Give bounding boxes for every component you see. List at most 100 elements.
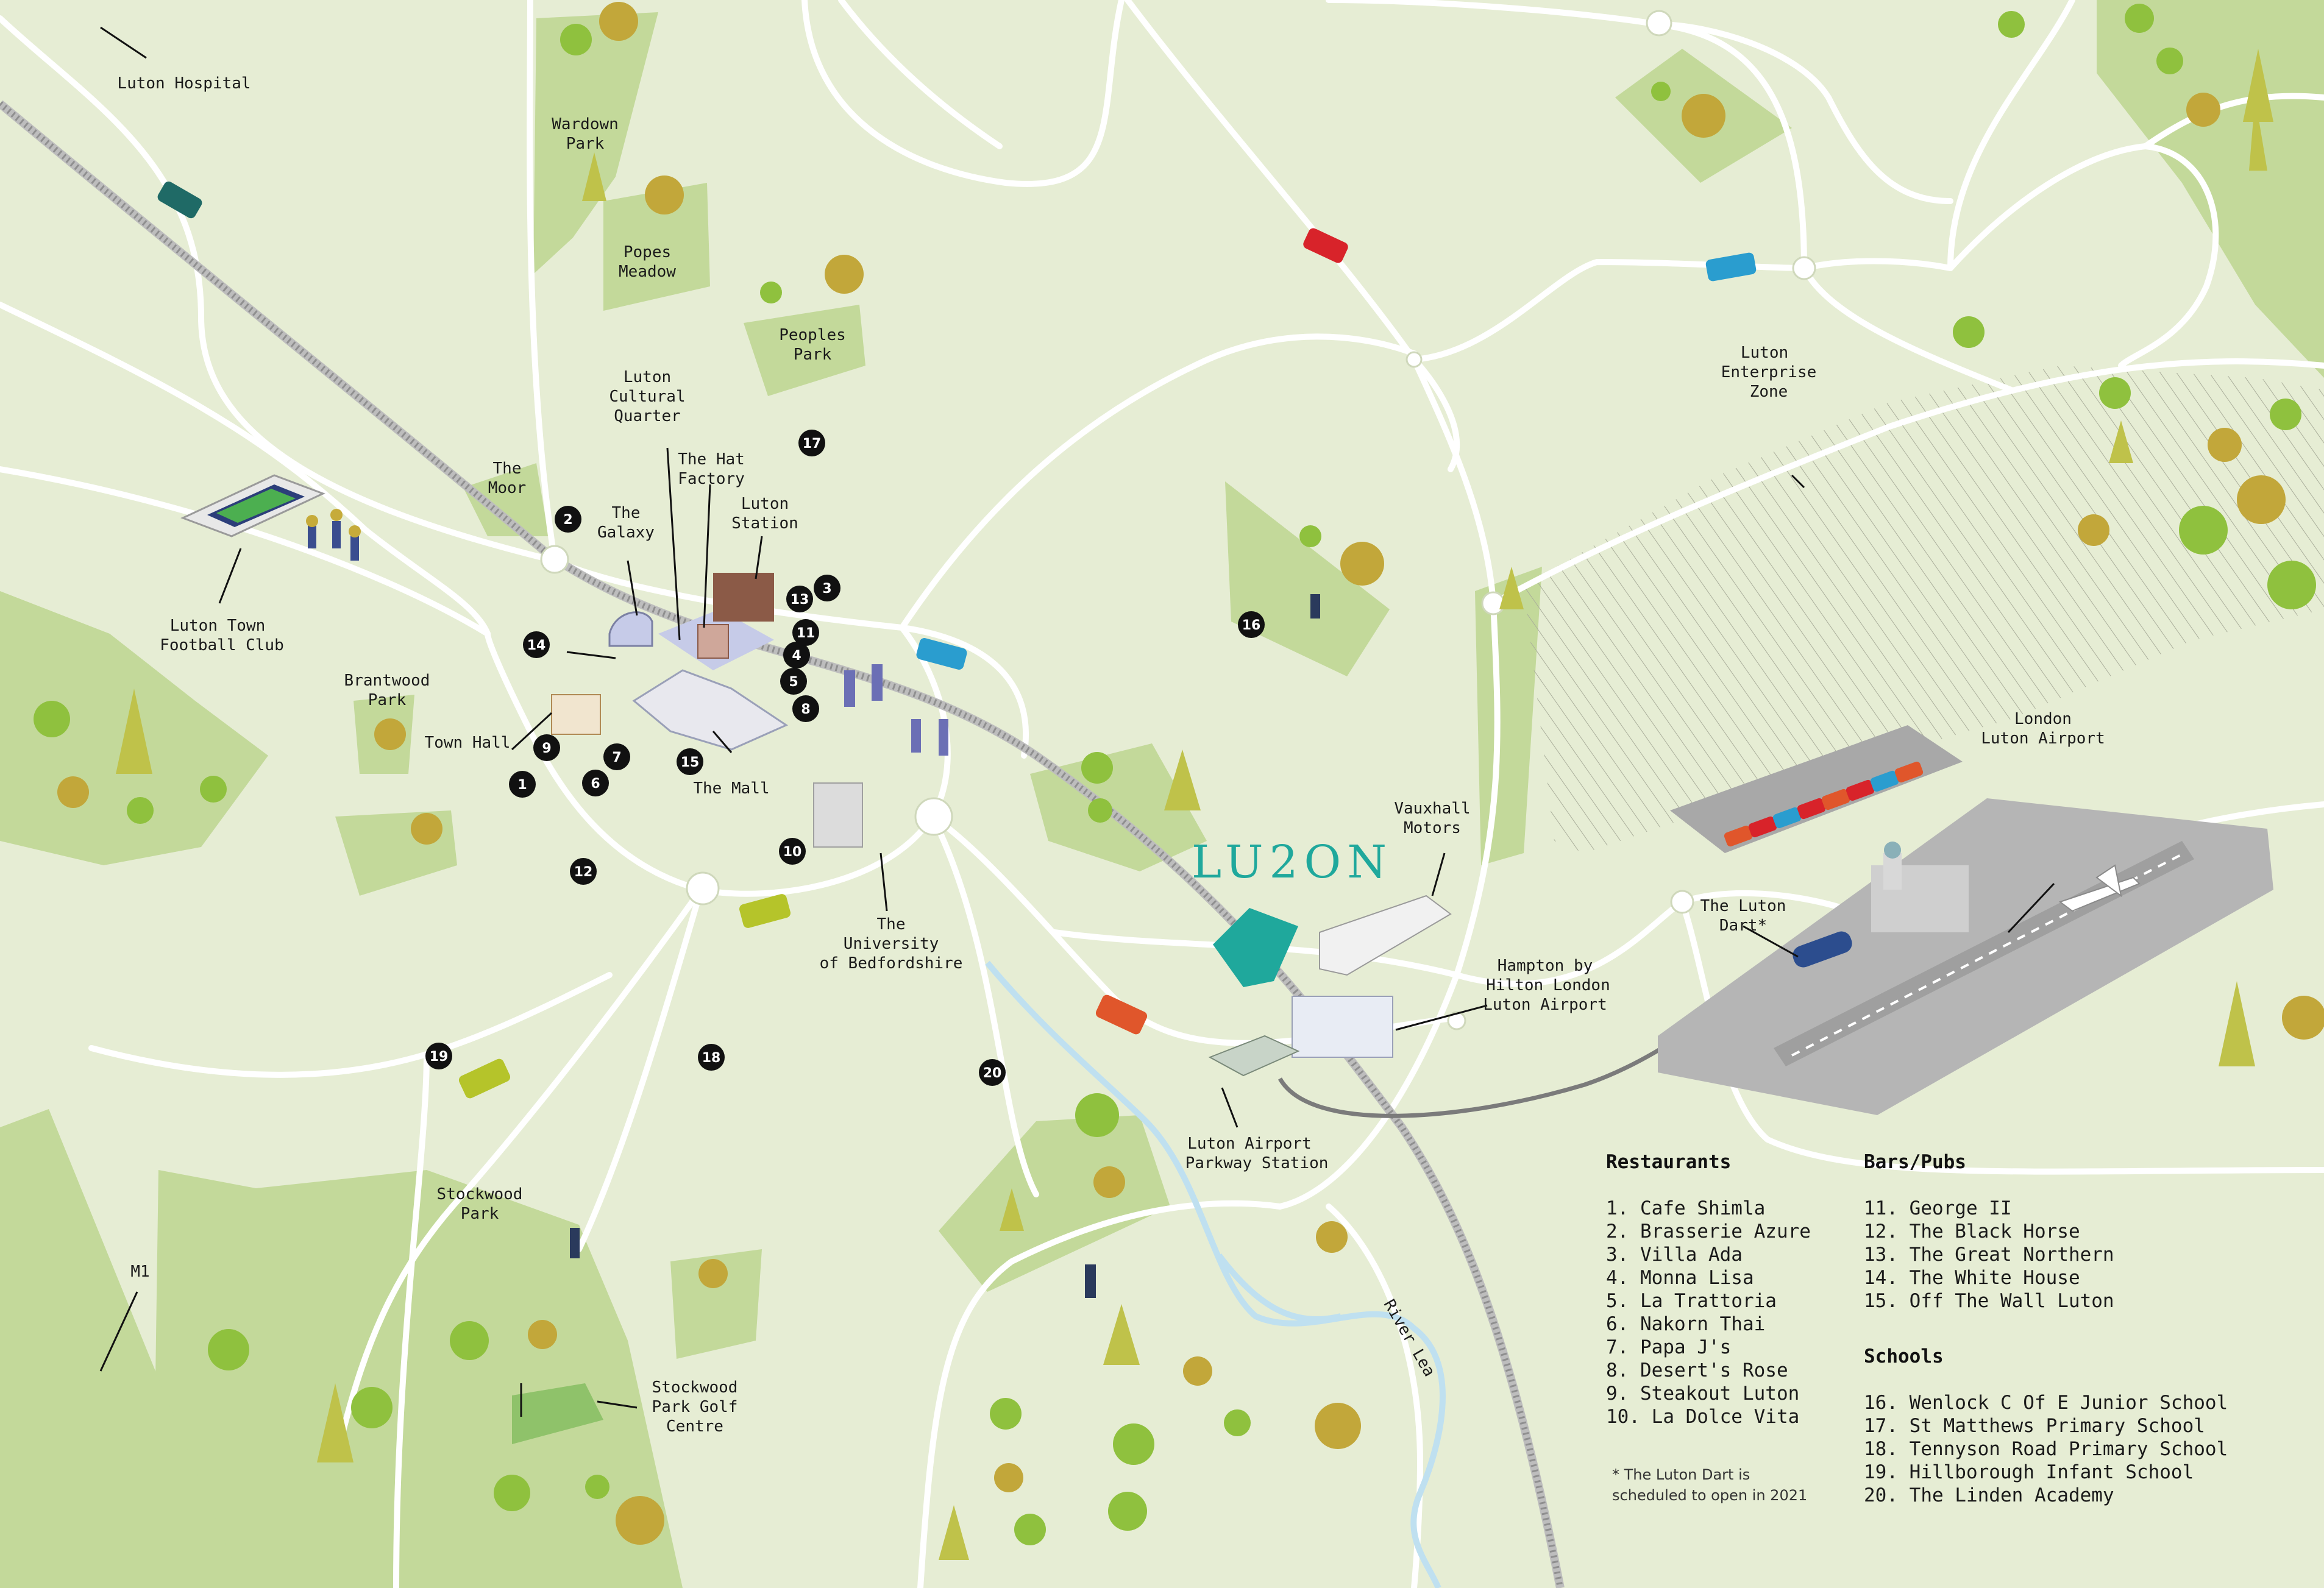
lu2on-site <box>1213 908 1298 987</box>
svg-text:17: 17 <box>803 436 822 452</box>
label-hat-factory-2: Factory <box>678 470 745 488</box>
legend-bar-12: 12. The Black Horse <box>1864 1221 2080 1242</box>
label-enterprise-zone-1: Luton <box>1741 344 1788 362</box>
legend-restaurant-9: 9. Steakout Luton <box>1606 1383 1799 1405</box>
marker-20[interactable]: 20 <box>979 1059 1006 1086</box>
roundabouts <box>540 10 1816 1030</box>
label-cultural-quarter-2: Cultural <box>609 388 685 406</box>
svg-text:20: 20 <box>983 1066 1002 1081</box>
label-hampton-1: Hampton by <box>1498 957 1593 975</box>
label-vauxhall-motors-2: Motors <box>1404 819 1461 837</box>
linden-park-area <box>939 1115 1170 1292</box>
legend-school-20: 20. The Linden Academy <box>1864 1484 2114 1506</box>
label-enterprise-zone-2: Enterprise <box>1721 363 1817 381</box>
legend-school-17: 17. St Matthews Primary School <box>1864 1415 2205 1437</box>
buildings <box>180 474 1452 1077</box>
legend-restaurant-6: 6. Nakorn Thai <box>1606 1313 1765 1335</box>
town-hall-building <box>551 694 601 735</box>
marker-4[interactable]: 4 <box>783 642 810 668</box>
marker-3[interactable]: 3 <box>814 575 840 601</box>
legend-bar-13: 13. The Great Northern <box>1864 1244 2114 1266</box>
marker-8[interactable]: 8 <box>792 695 819 722</box>
university-building <box>813 782 863 848</box>
river-lea-path <box>985 960 1446 1588</box>
svg-text:5: 5 <box>789 675 798 690</box>
label-cultural-quarter-1: Luton <box>624 368 671 386</box>
marker-12[interactable]: 12 <box>570 858 597 885</box>
label-university-2: University <box>844 935 939 953</box>
legend-restaurant-7: 7. Papa J's <box>1606 1336 1731 1358</box>
marker-2[interactable]: 2 <box>555 506 581 533</box>
label-brantwood-park-1: Brantwood <box>344 672 430 690</box>
legend-restaurants-title: Restaurants <box>1606 1151 1731 1173</box>
label-university-1: The <box>877 915 906 934</box>
legend-footnote-1: * The Luton Dart is <box>1612 1466 1750 1483</box>
legend-bars-title: Bars/Pubs <box>1864 1151 1966 1173</box>
stockwood-park-area <box>152 1170 683 1588</box>
luton-station-building <box>713 573 774 622</box>
airport-complex <box>1658 725 2273 1115</box>
marker-7[interactable]: 7 <box>603 743 630 770</box>
label-golf-centre-1: Stockwood <box>652 1378 738 1397</box>
legend-bar-11: 11. George II <box>1864 1197 2012 1219</box>
svg-text:12: 12 <box>574 865 593 880</box>
label-peoples-park-1: Peoples <box>779 326 846 344</box>
marker-11[interactable]: 11 <box>792 619 819 646</box>
label-london-luton-airport-1: London <box>2014 710 2072 728</box>
label-luton-dart-2: Dart* <box>1719 916 1767 935</box>
marker-17[interactable]: 17 <box>798 430 825 456</box>
vauxhall-building <box>1319 895 1452 976</box>
m1-verge-area <box>0 1109 244 1588</box>
airplane-icon <box>2058 864 2141 912</box>
label-london-luton-airport-2: Luton Airport <box>1981 729 2105 748</box>
marker-13[interactable]: 13 <box>786 586 813 612</box>
hat-factory-building <box>697 624 729 659</box>
label-football-club-2: Football Club <box>160 636 284 654</box>
legend-restaurant-2: 2. Brasserie Azure <box>1606 1221 1811 1242</box>
golf-green <box>512 1383 603 1444</box>
legend-restaurant-1: 1. Cafe Shimla <box>1606 1197 1765 1219</box>
legend-school-19: 19. Hillborough Infant School <box>1864 1461 2194 1483</box>
legend-restaurant-3: 3. Villa Ada <box>1606 1244 1743 1266</box>
label-peoples-park-2: Park <box>794 346 832 364</box>
legend-school-18: 18. Tennyson Road Primary School <box>1864 1438 2228 1460</box>
legend-bar-14: 14. The White House <box>1864 1267 2080 1289</box>
car-park <box>1670 725 1963 853</box>
label-m1: M1 <box>130 1263 149 1281</box>
label-hampton-2: Hilton London <box>1486 976 1610 994</box>
svg-text:8: 8 <box>801 702 810 717</box>
marker-5[interactable]: 5 <box>780 668 807 695</box>
label-hat-factory-1: The Hat <box>678 450 745 469</box>
svg-text:19: 19 <box>430 1049 449 1065</box>
svg-text:16: 16 <box>1242 618 1261 633</box>
label-golf-centre-3: Centre <box>666 1417 723 1436</box>
marker-16[interactable]: 16 <box>1238 611 1265 638</box>
marker-18[interactable]: 18 <box>698 1044 725 1071</box>
the-galaxy-building <box>608 611 653 647</box>
svg-text:10: 10 <box>783 845 802 860</box>
svg-text:3: 3 <box>822 581 831 597</box>
central-park-area <box>1030 743 1207 871</box>
marker-14[interactable]: 14 <box>523 631 550 658</box>
legend-footnote-2: scheduled to open in 2021 <box>1612 1487 1807 1504</box>
legend-restaurant-5: 5. La Trattoria <box>1606 1290 1777 1312</box>
legend-restaurant-10: 10. La Dolce Vita <box>1606 1406 1799 1428</box>
marker-15[interactable]: 15 <box>677 748 703 775</box>
label-popes-meadow-2: Meadow <box>619 263 676 281</box>
enterprise-zone-area <box>1524 366 2324 853</box>
svg-text:14: 14 <box>527 638 546 653</box>
label-vauxhall-motors-1: Vauxhall <box>1394 799 1470 818</box>
label-luton-dart-1: The Luton <box>1700 897 1786 915</box>
marker-1[interactable]: 1 <box>509 771 536 798</box>
wardown-park-area <box>533 12 658 274</box>
label-wardown-park-2: Park <box>566 135 605 153</box>
marker-6[interactable]: 6 <box>582 770 609 796</box>
marker-10[interactable]: 10 <box>779 838 806 865</box>
marker-19[interactable]: 19 <box>425 1043 452 1069</box>
svg-text:7: 7 <box>612 750 621 765</box>
marker-9[interactable]: 9 <box>533 734 560 761</box>
legend-restaurant-4: 4. Monna Lisa <box>1606 1267 1754 1289</box>
legend: Restaurants 1. Cafe Shimla 2. Brasserie … <box>1606 1151 2228 1506</box>
legend-schools-title: Schools <box>1864 1345 1944 1367</box>
